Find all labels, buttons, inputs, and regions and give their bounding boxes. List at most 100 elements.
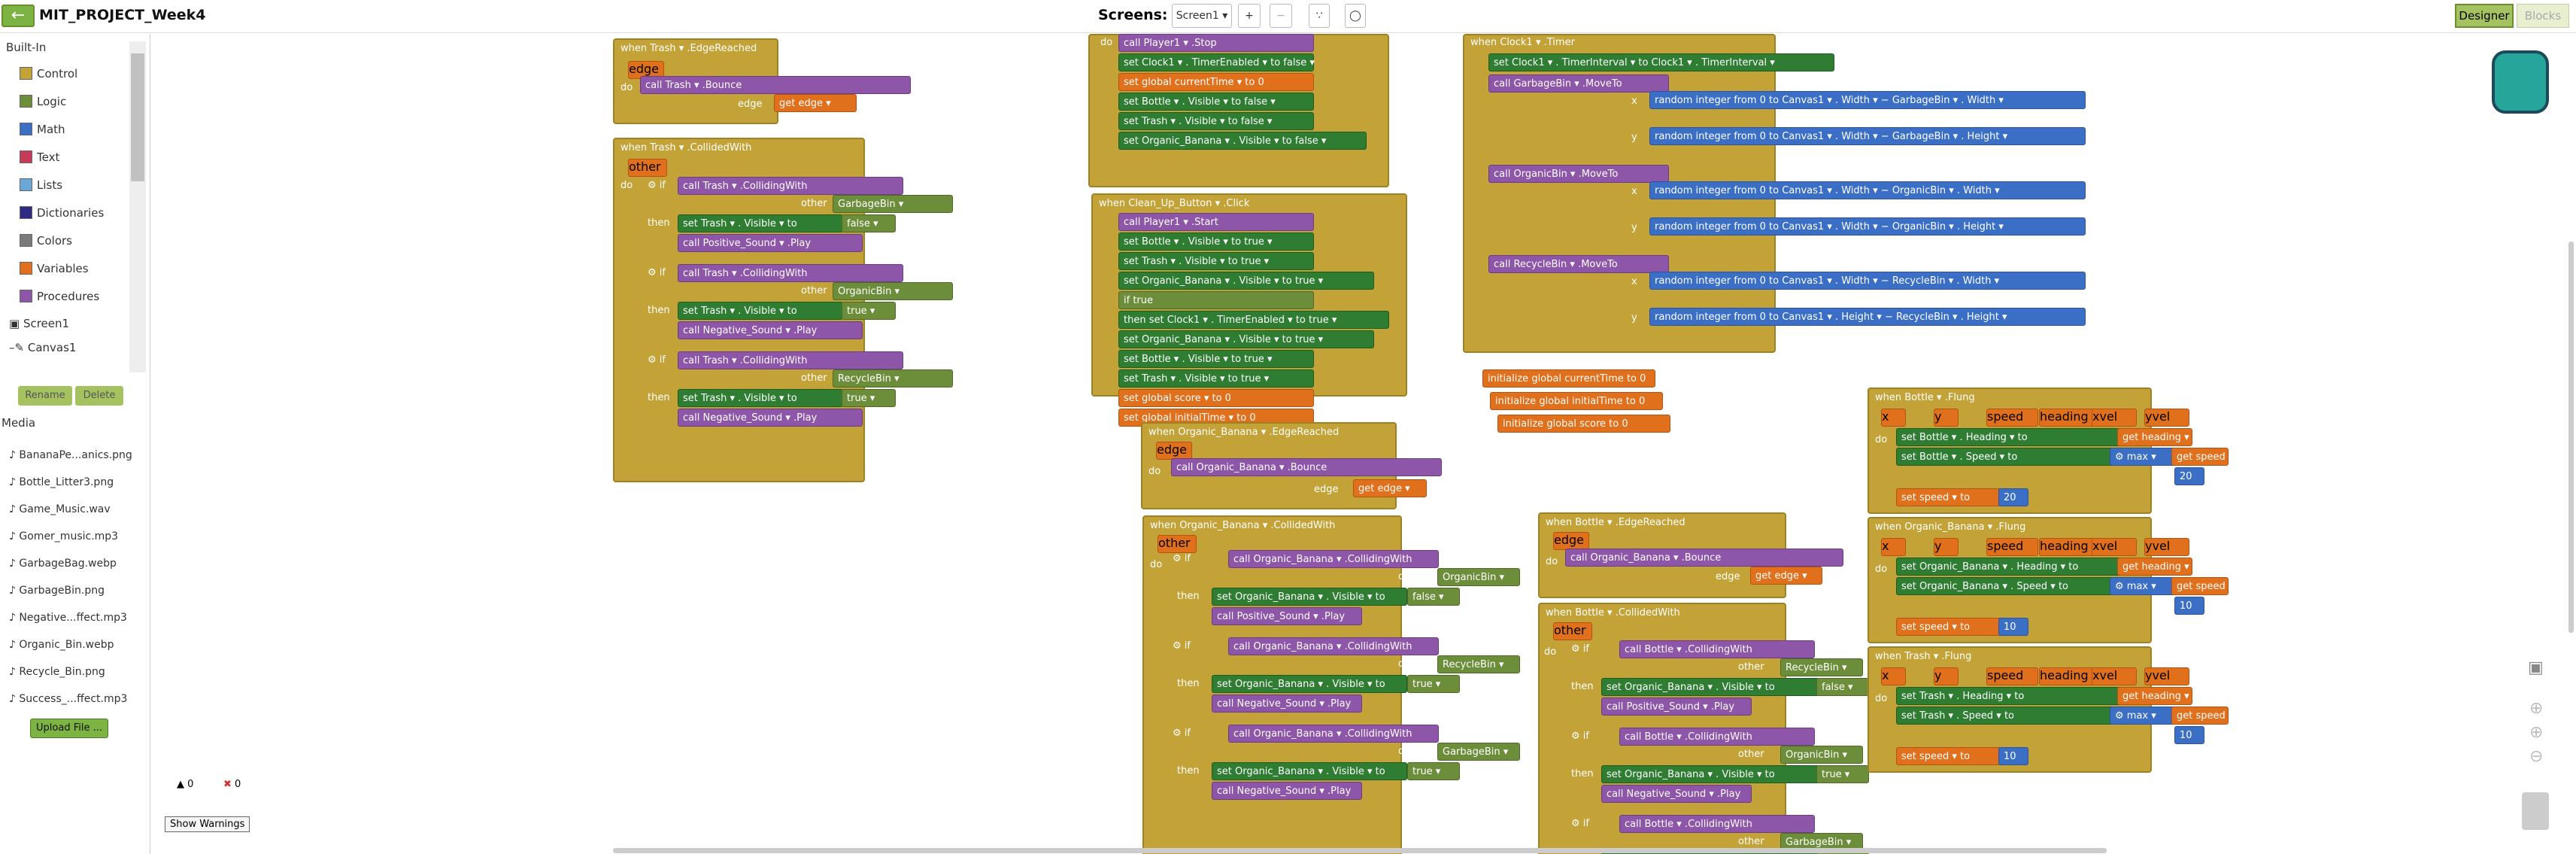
speed-value-block[interactable]: 10 — [1998, 747, 2028, 765]
colliding-with-call[interactable]: call Trash ▾ .CollidingWith — [678, 177, 903, 195]
get-heading-block[interactable]: get heading ▾ — [2117, 428, 2192, 446]
add-screen-button[interactable]: + — [1238, 4, 1261, 28]
random-y-block[interactable]: random integer from 0 to Canvas1 ▾ . Hei… — [1649, 308, 2086, 326]
set-speed-block[interactable]: set Bottle ▾ . Speed ▾ to — [1896, 448, 2122, 466]
zoom-in-icon[interactable]: ⊕ — [2529, 723, 2544, 742]
media-file[interactable]: ♪ BananaPe...anics.png — [9, 449, 132, 461]
get-speed-block[interactable]: get speed ▾ — [2171, 448, 2233, 466]
stop-line[interactable]: set Organic_Banana ▾ . Visible ▾ to fals… — [1118, 132, 1367, 150]
visible-bool-block[interactable]: false ▾ — [1407, 588, 1460, 606]
bottle-bounce-call[interactable]: call Organic_Banana ▾ .Bounce — [1565, 549, 1843, 567]
visible-bool-block[interactable]: true ▾ — [1816, 765, 1869, 783]
workspace-v-scrollbar[interactable] — [2568, 242, 2574, 633]
tree-screen1[interactable]: ▣ Screen1 — [9, 317, 70, 330]
media-file[interactable]: ♪ Game_Music.wav — [9, 503, 111, 515]
set-visible-block[interactable]: set Organic_Banana ▾ . Visible ▾ to — [1601, 678, 1819, 696]
get-heading-block[interactable]: get heading ▾ — [2117, 687, 2192, 705]
max-block[interactable]: ⚙ max ▾ — [2110, 707, 2182, 725]
cleanup-line[interactable]: set Trash ▾ . Visible ▾ to true ▾ — [1118, 252, 1314, 270]
media-file[interactable]: ♪ Negative...ffect.mp3 — [9, 612, 127, 624]
cleanup-line[interactable]: set Trash ▾ . Visible ▾ to true ▾ — [1118, 369, 1314, 387]
blocks-button[interactable]: Blocks — [2517, 4, 2569, 28]
set-heading-block[interactable]: set Bottle ▾ . Heading ▾ to — [1896, 428, 2122, 446]
upload-file-button[interactable]: Upload File ... — [30, 719, 108, 738]
trash-can-icon[interactable] — [2522, 792, 2549, 830]
cleanup-line[interactable]: call Player1 ▾ .Start — [1118, 213, 1314, 231]
set-visible-block[interactable]: set Organic_Banana ▾ . Visible ▾ to — [1212, 762, 1407, 780]
cleanup-line[interactable]: set Bottle ▾ . Visible ▾ to true ▾ — [1118, 232, 1314, 251]
cleanup-line[interactable]: then set Clock1 ▾ . TimerEnabled ▾ to tr… — [1118, 311, 1389, 329]
back-arrow-icon[interactable]: ← — [2, 5, 35, 27]
colliding-with-call[interactable]: call Trash ▾ .CollidingWith — [678, 264, 903, 282]
target-bin-block[interactable]: RecycleBin ▾ — [833, 369, 953, 387]
moveto-call[interactable]: call GarbageBin ▾ .MoveTo — [1488, 74, 1669, 93]
max-value-block[interactable]: 10 — [2174, 726, 2204, 744]
media-file[interactable]: ♪ Success_...ffect.mp3 — [9, 693, 127, 705]
workspace-h-scrollbar[interactable] — [613, 848, 2107, 853]
stop-line[interactable]: set Clock1 ▾ . TimerEnabled ▾ to false ▾ — [1118, 53, 1315, 71]
cleanup-line[interactable]: set Bottle ▾ . Visible ▾ to true ▾ — [1118, 350, 1314, 368]
cleanup-line[interactable]: set Organic_Banana ▾ . Visible ▾ to true… — [1118, 330, 1374, 348]
set-timer-interval[interactable]: set Clock1 ▾ . TimerInterval ▾ to Clock1… — [1488, 53, 1834, 71]
get-speed-block[interactable]: get speed ▾ — [2171, 577, 2233, 595]
colliding-with-call[interactable]: call Organic_Banana ▾ .CollidingWith — [1228, 637, 1439, 655]
screen-select[interactable]: Screen1 ▾ — [1172, 4, 1232, 28]
visible-bool-block[interactable]: true ▾ — [1407, 675, 1460, 693]
cleanup-line[interactable]: set Organic_Banana ▾ . Visible ▾ to true… — [1118, 272, 1374, 290]
trash-bounce-call[interactable]: call Trash ▾ .Bounce — [640, 76, 911, 94]
palette-item-text[interactable]: Text — [0, 150, 59, 164]
delete-button[interactable]: Delete — [75, 386, 123, 406]
colliding-with-call[interactable]: call Bottle ▾ .CollidingWith — [1619, 728, 1815, 746]
connect-icon[interactable]: ∵ — [1309, 4, 1330, 28]
colliding-with-call[interactable]: call Trash ▾ .CollidingWith — [678, 351, 903, 369]
moveto-call[interactable]: call OrganicBin ▾ .MoveTo — [1488, 165, 1669, 183]
palette-item-control[interactable]: Control — [0, 67, 77, 81]
target-bin-block[interactable]: OrganicBin ▾ — [833, 282, 953, 300]
get-edge-block[interactable]: get edge ▾ — [774, 94, 857, 112]
zoom-out-icon[interactable]: ⊖ — [2529, 747, 2544, 766]
set-visible-block[interactable]: set Organic_Banana ▾ . Visible ▾ to — [1212, 588, 1407, 606]
max-block[interactable]: ⚙ max ▾ — [2110, 448, 2182, 466]
global-init-block[interactable]: initialize global initialTime to 0 — [1490, 392, 1663, 410]
palette-item-procedures[interactable]: Procedures — [0, 290, 99, 303]
remove-screen-button[interactable]: − — [1270, 4, 1292, 28]
play-sound-call[interactable]: call Negative_Sound ▾ .Play — [678, 409, 863, 427]
visible-bool-block[interactable]: true ▾ — [842, 389, 896, 407]
global-init-block[interactable]: initialize global score to 0 — [1497, 415, 1670, 433]
get-edge-block[interactable]: get edge ▾ — [1750, 567, 1822, 585]
visible-bool-block[interactable]: false ▾ — [1816, 678, 1869, 696]
palette-scrollbar[interactable] — [129, 41, 146, 372]
set-local-speed-block[interactable]: set speed ▾ to — [1896, 747, 2009, 765]
play-sound-call[interactable]: call Negative_Sound ▾ .Play — [1601, 785, 1752, 803]
center-icon[interactable]: ⊕ — [2529, 699, 2544, 718]
set-visible-block[interactable]: set Trash ▾ . Visible ▾ to — [678, 214, 843, 232]
media-file[interactable]: ♪ Gomer_music.mp3 — [9, 530, 118, 542]
speed-value-block[interactable]: 20 — [1998, 488, 2028, 506]
visible-bool-block[interactable]: true ▾ — [842, 302, 896, 320]
play-sound-call[interactable]: call Positive_Sound ▾ .Play — [1212, 607, 1362, 625]
get-edge-block[interactable]: get edge ▾ — [1353, 479, 1427, 497]
target-bin-block[interactable]: RecycleBin ▾ — [1780, 658, 1863, 676]
palette-item-colors[interactable]: Colors — [0, 234, 72, 248]
media-file[interactable]: ♪ Recycle_Bin.png — [9, 666, 105, 678]
random-x-block[interactable]: random integer from 0 to Canvas1 ▾ . Wid… — [1649, 272, 2086, 290]
random-x-block[interactable]: random integer from 0 to Canvas1 ▾ . Wid… — [1649, 91, 2086, 109]
set-speed-block[interactable]: set Organic_Banana ▾ . Speed ▾ to — [1896, 577, 2122, 595]
palette-item-variables[interactable]: Variables — [0, 262, 89, 275]
target-bin-block[interactable]: GarbageBin ▾ — [1437, 743, 1520, 761]
target-bin-block[interactable]: OrganicBin ▾ — [1780, 746, 1863, 764]
cleanup-line[interactable]: if true — [1118, 291, 1314, 309]
target-bin-block[interactable]: GarbageBin ▾ — [833, 195, 953, 213]
play-sound-call[interactable]: call Negative_Sound ▾ .Play — [678, 321, 863, 339]
max-block[interactable]: ⚙ max ▾ — [2110, 577, 2182, 595]
random-y-block[interactable]: random integer from 0 to Canvas1 ▾ . Wid… — [1649, 217, 2086, 236]
colliding-with-call[interactable]: call Organic_Banana ▾ .CollidingWith — [1228, 725, 1439, 743]
banana-bounce-call[interactable]: call Organic_Banana ▾ .Bounce — [1171, 458, 1442, 476]
cleanup-line[interactable]: set global score ▾ to 0 — [1118, 389, 1314, 407]
play-sound-call[interactable]: call Negative_Sound ▾ .Play — [1212, 694, 1362, 713]
max-value-block[interactable]: 10 — [2174, 597, 2204, 615]
palette-item-logic[interactable]: Logic — [0, 95, 66, 108]
target-bin-block[interactable]: OrganicBin ▾ — [1437, 568, 1520, 586]
get-heading-block[interactable]: get heading ▾ — [2117, 558, 2192, 576]
set-heading-block[interactable]: set Organic_Banana ▾ . Heading ▾ to — [1896, 558, 2122, 576]
